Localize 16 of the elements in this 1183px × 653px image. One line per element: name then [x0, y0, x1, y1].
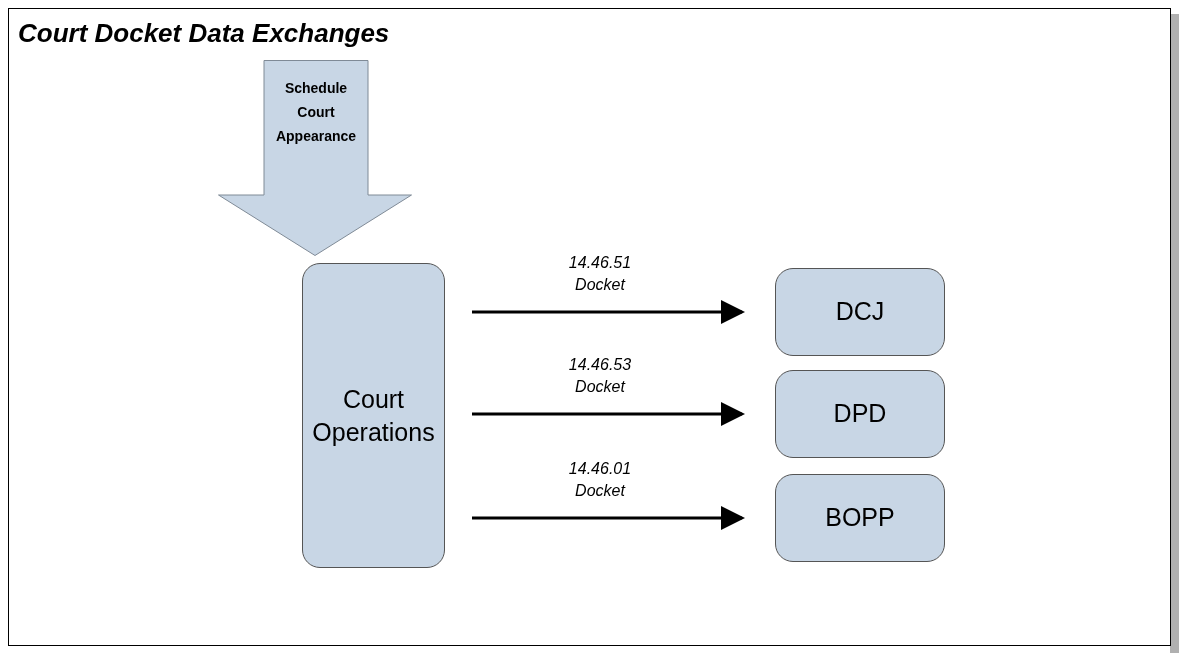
edge-label: 14.46.53 Docket — [567, 355, 633, 397]
arrow-label: Schedule Court Appearance — [274, 79, 358, 146]
system-box — [775, 474, 945, 562]
system-box — [775, 268, 945, 356]
arrow — [472, 300, 745, 324]
process-box — [302, 263, 445, 568]
system-box — [775, 370, 945, 458]
arrow — [472, 402, 745, 426]
box-label: DPD — [833, 398, 887, 430]
edge-label: 14.46.51 Docket — [567, 253, 633, 295]
box-label: DCJ — [835, 296, 885, 328]
box-label: Court Operations — [311, 383, 436, 448]
title: Court Docket Data Exchanges — [18, 17, 390, 50]
box-label: BOPP — [825, 502, 895, 534]
arrow — [472, 506, 745, 530]
edge-label: 14.46.01 Docket — [567, 459, 633, 501]
